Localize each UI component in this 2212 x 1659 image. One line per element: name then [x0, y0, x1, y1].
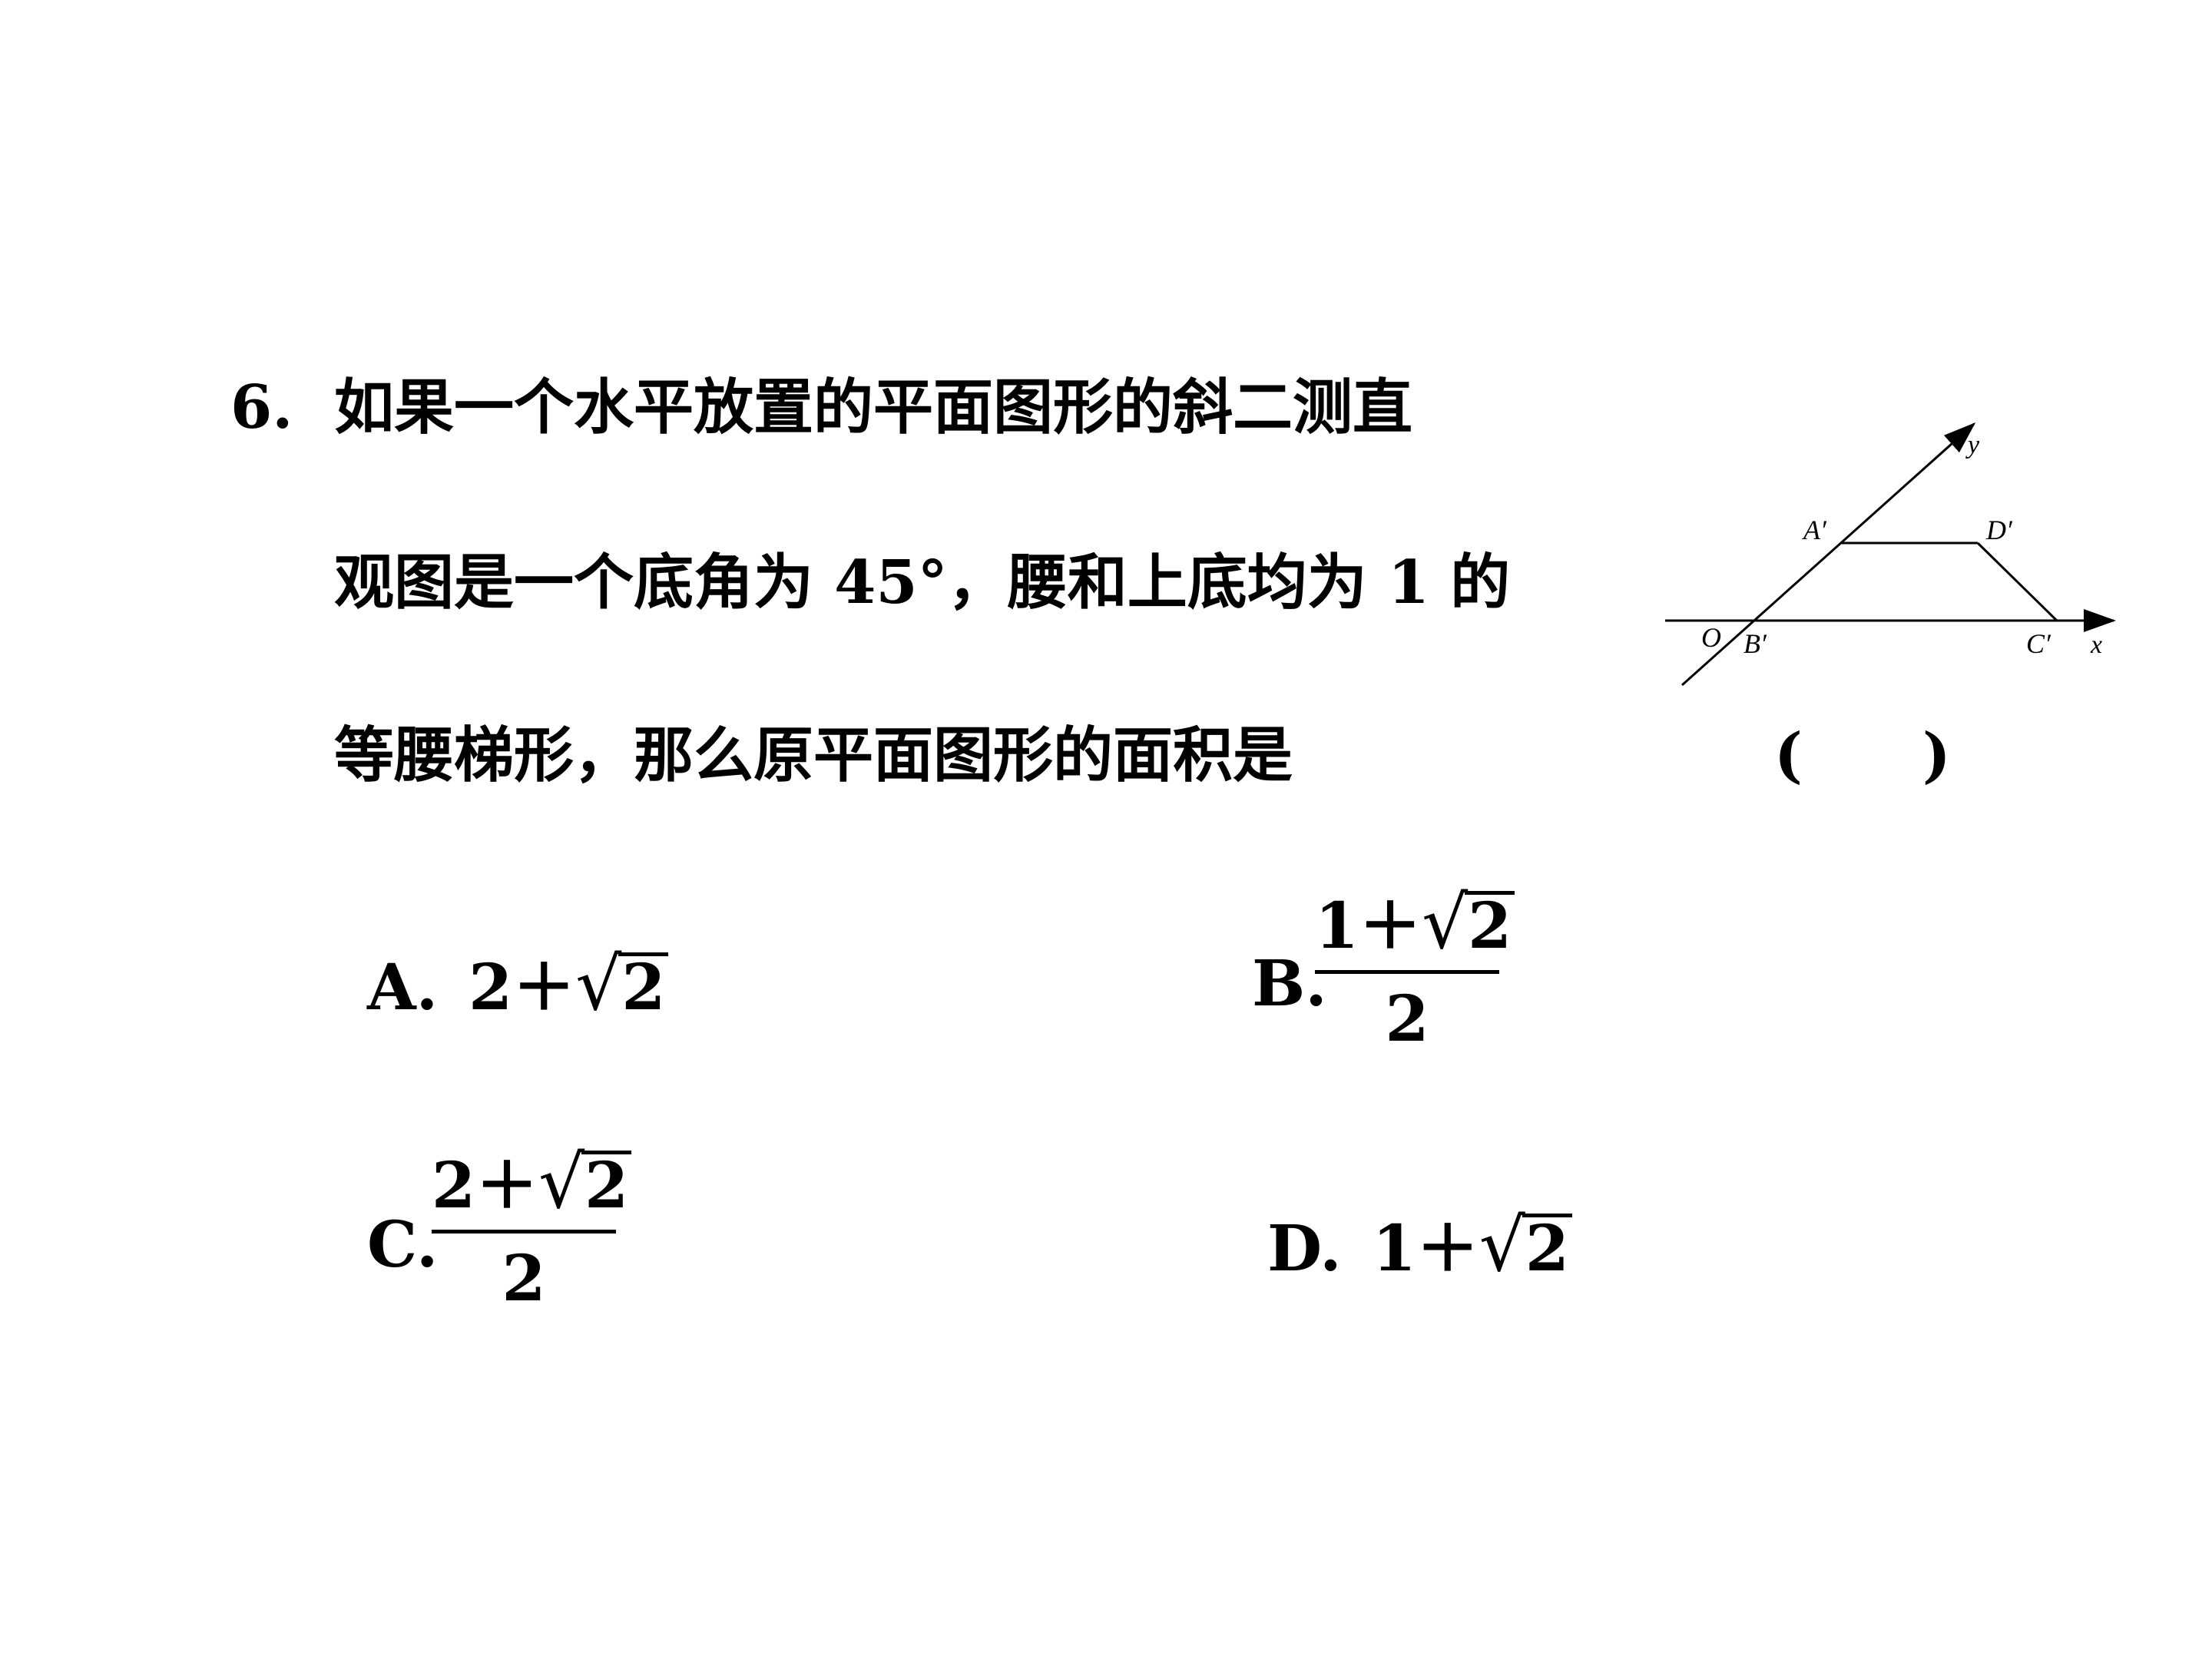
question-line-3: 等腰梯形，那么原平面图形的面积是 [334, 720, 1293, 790]
option-b-denominator: 2 [1385, 982, 1429, 1056]
oblique-trapezoid-figure: y x O A′ D′ B′ C′ [1665, 422, 2116, 687]
option-a[interactable]: A.2＋√2 [367, 949, 669, 1021]
option-a-label: A. [367, 951, 439, 1025]
fraction-bar [432, 1230, 616, 1233]
y-axis-line [1681, 422, 1976, 687]
option-a-radicand: 2 [618, 952, 669, 1019]
sqrt-symbol: √2 [538, 1147, 632, 1219]
option-d-radicand: 2 [1522, 1214, 1572, 1280]
point-a-label: A′ [1802, 515, 1827, 545]
x-axis-label: x [2090, 631, 2102, 659]
sqrt-symbol: √2 [1422, 887, 1515, 959]
point-d-label: D′ [1985, 515, 2013, 545]
question-number: 6. [230, 373, 293, 442]
option-b-numerator-prefix: 1＋ [1315, 889, 1422, 963]
trapezoid-right-leg [1976, 541, 2058, 622]
option-a-prefix: 2＋ [469, 951, 576, 1025]
option-c-numerator-prefix: 2＋ [432, 1149, 539, 1223]
question-line-1: 如果一个水平放置的平面图形的斜二测直 [334, 373, 1413, 442]
option-d-label: D. [1267, 1212, 1342, 1286]
fraction-bar [1315, 970, 1499, 974]
question-line-2: 观图是一个底角为 45°，腰和上底均为 1 的 [334, 548, 1511, 618]
option-d-prefix: 1＋ [1372, 1212, 1479, 1286]
y-axis-label: y [1965, 431, 1980, 459]
point-c-label: C′ [2026, 628, 2051, 659]
sqrt-symbol: √2 [1479, 1210, 1572, 1282]
sqrt-symbol: √2 [575, 949, 669, 1021]
answer-bracket: ( ) [1774, 720, 1951, 790]
option-c-denominator: 2 [502, 1242, 546, 1316]
option-c-fraction: 2＋√2 2 [432, 1147, 632, 1316]
option-d[interactable]: D.1＋√2 [1267, 1210, 1572, 1282]
option-c-label[interactable]: C. [367, 1208, 439, 1282]
origin-label: O [1701, 622, 1721, 653]
option-c-radicand: 2 [581, 1151, 632, 1217]
point-b-label: B′ [1743, 628, 1767, 659]
option-b-label[interactable]: B. [1252, 947, 1327, 1021]
option-b-fraction: 1＋√2 2 [1315, 887, 1515, 1056]
option-b-radicand: 2 [1465, 891, 1515, 958]
